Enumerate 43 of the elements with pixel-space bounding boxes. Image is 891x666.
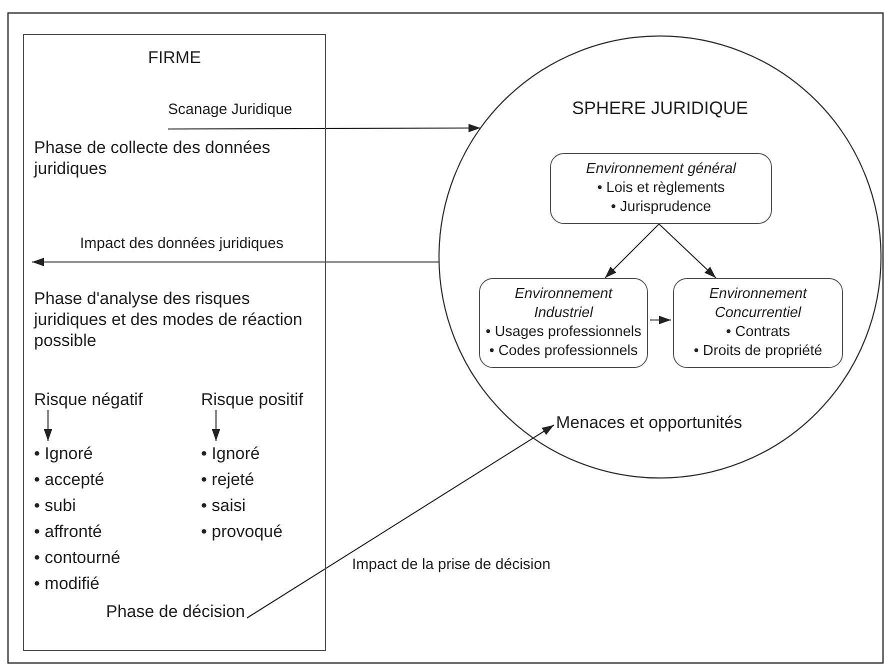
sphere-title: SPHERE JURIDIQUE bbox=[570, 98, 750, 119]
outcome-text: Menaces et opportunités bbox=[556, 412, 742, 433]
firm-panel bbox=[23, 34, 326, 651]
risk-heading: Risque négatif bbox=[34, 389, 143, 410]
risk-heading: Risque positif bbox=[201, 389, 304, 410]
bullet-item: • Contrats bbox=[725, 323, 791, 342]
bullet-item: • Usages professionnels bbox=[484, 323, 642, 342]
arrow bbox=[32, 258, 440, 266]
panel-title: FIRME bbox=[147, 47, 202, 68]
edge-label: Scanage Juridique bbox=[166, 101, 294, 118]
bullet-item: • Ignoré bbox=[201, 443, 261, 465]
edge-label: Impact de la prise de décision bbox=[350, 556, 552, 573]
bullet-item: • Droits de propriété bbox=[692, 342, 824, 361]
box-heading: Environnement Concurrentiel bbox=[708, 285, 808, 323]
box-heading: Environnement Industriel bbox=[514, 285, 614, 323]
bullet-item: • Lois et règlements bbox=[596, 179, 726, 198]
arrow bbox=[650, 316, 671, 324]
environment-box bbox=[479, 278, 648, 368]
arrow bbox=[44, 410, 52, 441]
environment-box bbox=[550, 153, 772, 224]
arrow bbox=[168, 124, 481, 132]
bullet-item: • Ignoré bbox=[34, 443, 94, 465]
arrow bbox=[658, 224, 716, 278]
bullet-item: • modifié bbox=[34, 573, 100, 595]
edge-label: Impact des données juridiques bbox=[78, 235, 286, 252]
phase-text: Phase de décision bbox=[106, 601, 245, 622]
box-heading: Environnement général bbox=[585, 160, 738, 179]
phase-text: Phase d'analyse des risques juridiques et des modes de réaction possible bbox=[34, 288, 304, 351]
bullet-item: • provoqué bbox=[201, 521, 284, 543]
bullet-item: • contourné bbox=[34, 547, 122, 569]
sphere-circle bbox=[438, 35, 882, 479]
phase-text: Phase de collecte des données juridiques bbox=[34, 137, 272, 179]
arrow bbox=[604, 224, 660, 278]
arrow bbox=[246, 424, 554, 618]
bullet-item: • Codes professionnels bbox=[488, 342, 639, 361]
bullet-item: • Jurisprudence bbox=[610, 198, 712, 217]
bullet-item: • affronté bbox=[34, 521, 104, 543]
environment-box bbox=[673, 278, 843, 368]
arrow bbox=[212, 410, 220, 441]
bullet-item: • rejeté bbox=[201, 469, 256, 491]
bullet-item: • subi bbox=[34, 495, 77, 517]
bullet-item: • accepté bbox=[34, 469, 106, 491]
bullet-item: • saisi bbox=[201, 495, 247, 517]
